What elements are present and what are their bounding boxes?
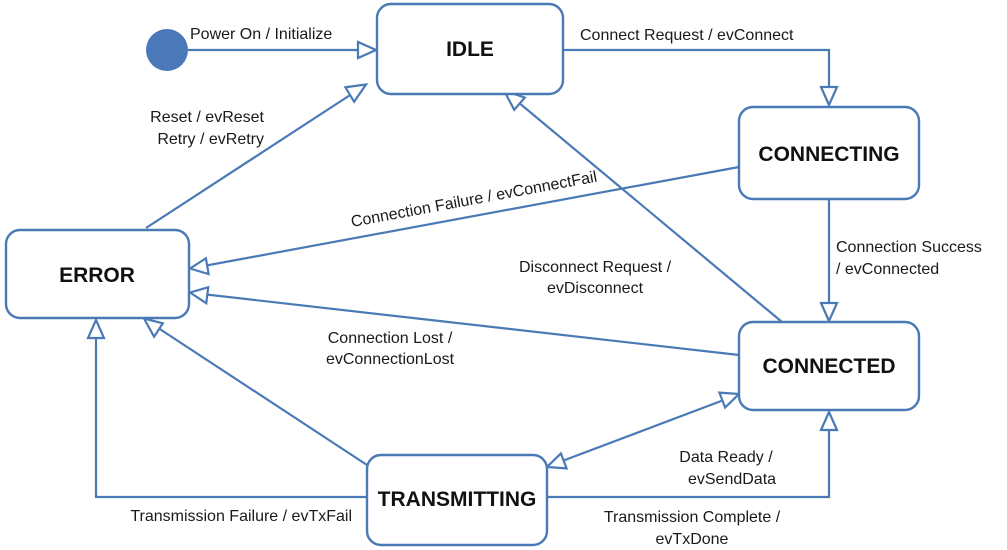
label-data-ready-line1: Data Ready / (679, 449, 773, 466)
state-transmitting: TRANSMITTING (365, 453, 549, 547)
label-connection-lost-line1: Connection Lost / (328, 330, 453, 347)
label-data-ready-line2: evSendData (688, 471, 776, 488)
label-transmission-failure: Transmission Failure / evTxFail (130, 508, 352, 525)
edge-connect-request (564, 48, 839, 108)
label-power-on: Power On / Initialize (190, 26, 332, 43)
label-disconnect-line1: Disconnect Request / (519, 259, 672, 276)
state-idle-label: IDLE (446, 38, 494, 61)
edge-reset-retry (145, 83, 369, 229)
label-connection-success-line1: Connection Success (836, 239, 982, 256)
edge-connection-failure (187, 165, 740, 276)
label-transmission-complete-line2: evTxDone (656, 531, 729, 548)
edge-power-on (188, 40, 379, 60)
label-retry: Retry / evRetry (157, 131, 264, 148)
edge-data-ready (544, 391, 742, 470)
state-error: ERROR (4, 228, 191, 320)
state-connected-label: CONNECTED (762, 355, 895, 378)
edge-transmitting-to-error-diagonal (141, 316, 368, 466)
initial-state-dot (146, 29, 188, 71)
label-reset: Reset / evReset (150, 109, 264, 126)
label-connection-lost-line2: evConnectionLost (326, 351, 455, 368)
state-connecting-label: CONNECTING (758, 143, 899, 166)
label-disconnect-line2: evDisconnect (547, 280, 644, 297)
state-connected: CONNECTED (737, 320, 921, 412)
state-idle: IDLE (375, 2, 565, 96)
edge-connection-lost (187, 285, 740, 357)
label-connect-request: Connect Request / evConnect (580, 27, 794, 44)
edge-transmission-complete (547, 409, 839, 499)
edge-transmission-failure (86, 317, 367, 499)
state-connecting: CONNECTING (737, 105, 921, 201)
label-transmission-complete-line1: Transmission Complete / (604, 509, 781, 526)
state-error-label: ERROR (59, 264, 135, 287)
state-transmitting-label: TRANSMITTING (378, 488, 537, 511)
edge-connection-success (819, 200, 839, 324)
label-connection-success-line2: / evConnected (836, 261, 939, 278)
